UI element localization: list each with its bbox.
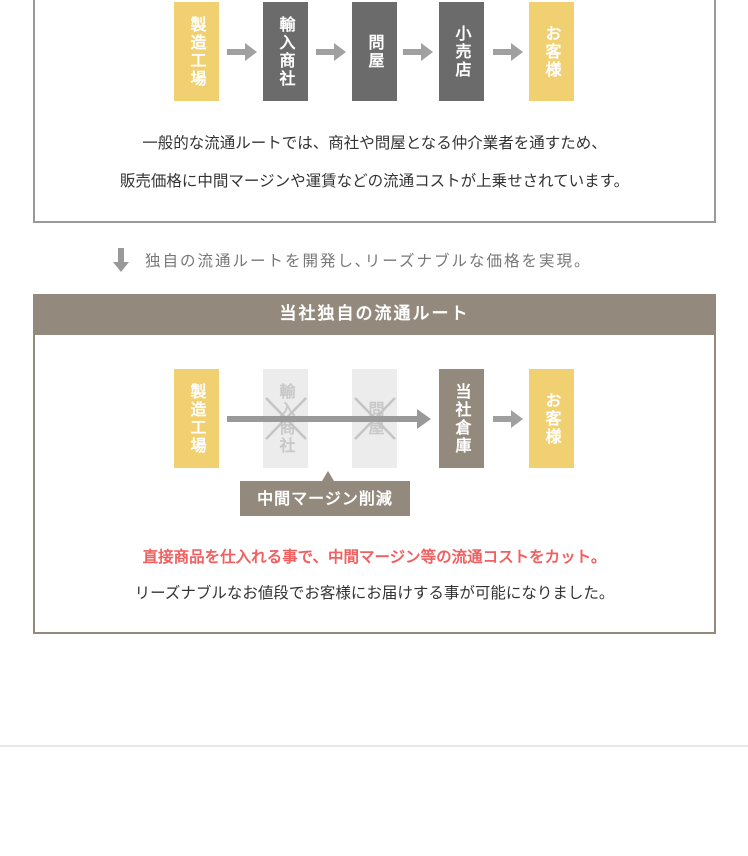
general-route-panel	[33, 0, 716, 223]
direct-arrow-icon	[227, 409, 431, 429]
step-retailer: 小売店	[439, 2, 484, 101]
divider	[0, 745, 748, 747]
callout-pointer	[322, 471, 334, 481]
step-factory: 製造工場	[174, 2, 219, 101]
step-wholesaler: 問屋	[352, 2, 397, 101]
step-factory: 製造工場	[174, 369, 219, 468]
general-desc-line1: 一般的な流通ルートでは、商社や問屋となる仲介業者を通すため、	[142, 134, 607, 152]
own-route-title: 当社独自の流通ルート	[33, 294, 716, 335]
arrow-down-icon	[113, 248, 129, 272]
step-customer: お客様	[529, 2, 574, 101]
own-route-panel	[33, 294, 716, 634]
step-customer: お客様	[529, 369, 574, 468]
step-importer: 輸入商社	[263, 2, 308, 101]
own-desc: リーズナブルなお値段でお客様にお届けする事が可能になりました。	[134, 584, 615, 602]
margin-reduction-callout: 中間マージン削減	[240, 481, 410, 516]
highlight-text: 直接商品を仕入れる事で、中間マージン等の流通コストをカット。	[142, 548, 607, 566]
arrow-right-icon	[403, 43, 433, 61]
transition-text: 独自の流通ルートを開発し､リーズナブルな価格を実現。	[145, 252, 592, 270]
general-desc-line2: 販売価格に中間マージンや運賃などの流通コストが上乗せされています。	[119, 172, 630, 190]
step-own-warehouse: 当社倉庫	[439, 369, 484, 468]
arrow-right-icon	[227, 43, 257, 61]
arrow-right-icon	[493, 410, 523, 428]
arrow-right-icon	[493, 43, 523, 61]
arrow-right-icon	[316, 43, 346, 61]
